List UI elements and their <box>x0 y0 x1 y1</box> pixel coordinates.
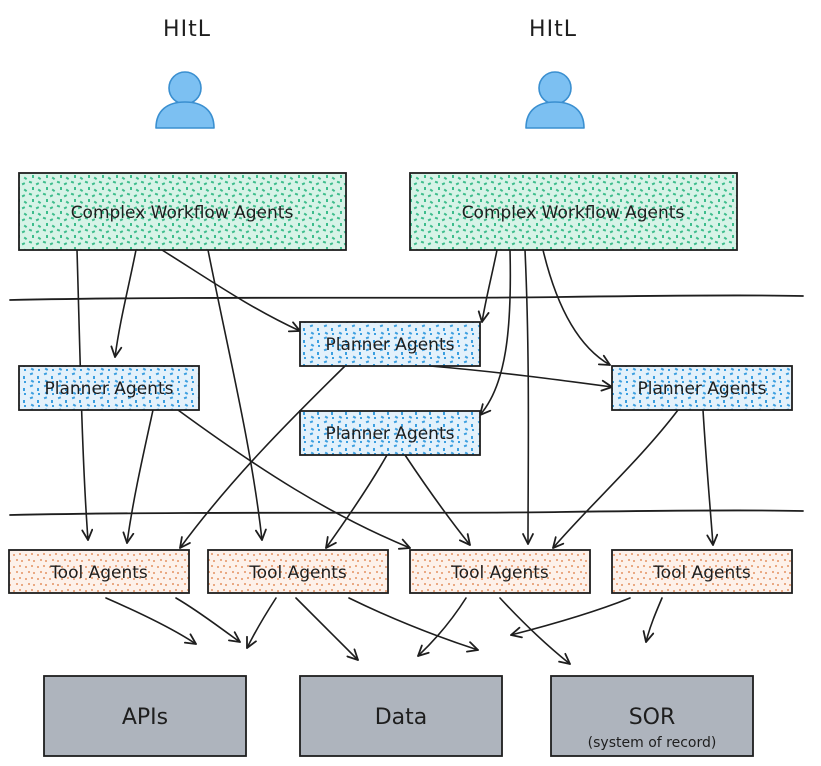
sor-node: SOR (system of record) <box>550 675 754 757</box>
workflow-agent-node: Complex Workflow Agents <box>18 172 347 251</box>
workflow-agent-node: Complex Workflow Agents <box>409 172 738 251</box>
edge-workflow2-to-planner3 <box>479 249 512 416</box>
layer-separators <box>9 294 804 516</box>
person-icon <box>155 71 215 129</box>
apis-node: APIs <box>43 675 247 757</box>
node-label: Planner Agents <box>326 335 455 355</box>
edge-planner2-to-planner4 <box>429 365 613 392</box>
edge-planner1-to-tool3 <box>177 409 411 550</box>
edge-tool4-to-sor <box>642 597 663 643</box>
layer-separator-bottom <box>9 509 804 516</box>
edge-planner3-to-tool3 <box>404 454 471 546</box>
layer-separator-top <box>9 294 804 301</box>
edges <box>76 249 719 665</box>
edge-tool2-to-apis <box>246 597 277 649</box>
edge-planner1-to-tool1 <box>122 409 154 544</box>
hitl-human-2: HItL <box>525 17 585 129</box>
edge-workflow1-to-planner1 <box>110 249 137 358</box>
planner-agent-node: Planner Agents <box>299 321 481 367</box>
tool-agent-node: Tool Agents <box>409 549 591 594</box>
node-label: Tool Agents <box>49 563 148 583</box>
tool-agent-node: Tool Agents <box>611 549 793 594</box>
edge-planner4-to-tool4 <box>702 409 719 546</box>
node-label: SOR <box>629 705 676 730</box>
hitl-label: HItL <box>163 17 211 42</box>
node-label: Tool Agents <box>248 563 347 583</box>
hitl-label: HItL <box>529 17 577 42</box>
edge-workflow1-to-tool2 <box>207 249 267 541</box>
node-label: Data <box>375 705 428 730</box>
edge-workflow1-to-planner2 <box>161 249 301 333</box>
node-label: Planner Agents <box>638 379 767 399</box>
planner-agent-node: Planner Agents <box>299 410 481 456</box>
node-label: Complex Workflow Agents <box>71 203 294 223</box>
node-sublabel: (system of record) <box>588 735 717 751</box>
edge-tool2-to-data <box>295 597 359 661</box>
tool-agent-node: Tool Agents <box>207 549 389 594</box>
edge-workflow2-to-planner2 <box>477 249 498 323</box>
edge-planner2-to-tool1 <box>179 365 346 549</box>
edge-workflow2-to-tool3 <box>522 249 534 545</box>
edge-tool1-to-apis-b <box>175 597 241 643</box>
edge-planner4-to-tool3 <box>552 409 679 549</box>
node-label: Planner Agents <box>326 424 455 444</box>
person-icon <box>525 71 585 129</box>
node-label: Planner Agents <box>45 379 174 399</box>
edge-tool3-to-data <box>417 597 467 657</box>
planner-agent-node: Planner Agents <box>611 365 793 411</box>
node-label: Tool Agents <box>652 563 751 583</box>
planner-agent-node: Planner Agents <box>18 365 200 411</box>
edge-tool4-to-data <box>510 597 631 639</box>
tool-agent-node: Tool Agents <box>8 549 190 594</box>
edge-tool2-to-sor <box>348 597 479 653</box>
edge-tool1-to-apis-a <box>105 597 197 645</box>
node-label: Complex Workflow Agents <box>462 203 685 223</box>
node-label: APIs <box>122 705 168 730</box>
data-node: Data <box>299 675 503 757</box>
edge-tool3-to-sor <box>499 597 571 665</box>
node-label: Tool Agents <box>450 563 549 583</box>
edge-planner3-to-tool2 <box>325 454 388 549</box>
edge-workflow2-to-planner4 <box>542 249 611 366</box>
hitl-human-1: HItL <box>155 17 215 129</box>
